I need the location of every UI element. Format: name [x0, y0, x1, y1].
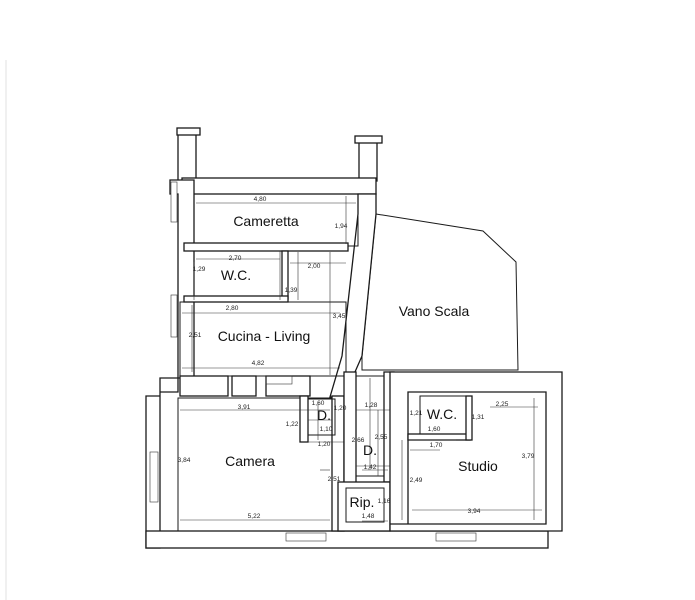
room-label-studio: Studio: [458, 458, 498, 474]
dim-d1-inner: 1,10: [320, 426, 333, 433]
dim-wc-top-h: 1,29: [193, 266, 206, 273]
bottom-windows: [285, 532, 477, 542]
wall-cucina-bottom-1: [179, 375, 229, 397]
wall-wc-bottom: [183, 295, 289, 303]
room-label-wc-top: W.C.: [221, 267, 251, 283]
dim-camera-w: 5,22: [248, 513, 261, 520]
dim-studio-left: 2,49: [410, 477, 423, 484]
dim-d1-h: 1,20: [334, 405, 347, 412]
dim-rip-w: 1,48: [362, 513, 375, 520]
dim-d2-top: 1,28: [365, 402, 378, 409]
dim-wc-top-w: 2,70: [229, 255, 242, 262]
ripostiglio-floor: [345, 487, 385, 523]
vano-scala-outline: [361, 213, 519, 371]
wall-cucina-bottom-3: [265, 375, 311, 397]
dim-studio-w: 3,94: [468, 508, 481, 515]
dim-d2-w: 1,42: [364, 464, 377, 471]
room-label-disimpegno-1: D.: [317, 407, 331, 423]
dim-wc-right-side: 1,31: [472, 414, 485, 421]
room-label-vano-scala: Vano Scala: [399, 303, 470, 319]
left-windows: [149, 181, 178, 503]
dim-cameretta-w: 4,80: [254, 196, 267, 203]
dim-camera-side: 2,51: [328, 476, 341, 483]
room-label-cameretta: Cameretta: [233, 213, 299, 229]
wall-cameretta-wc: [183, 242, 349, 252]
dim-studio-h: 3,79: [522, 453, 535, 460]
room-label-wc-right: W.C.: [427, 406, 457, 422]
dim-cucina-h: 3,45: [333, 313, 346, 320]
dim-camera-left: 3,84: [178, 457, 191, 464]
dim-cucina-w: 4,82: [252, 360, 265, 367]
wall-corridor-left: [343, 371, 357, 493]
wall-wc-right-bottom: [407, 433, 471, 441]
dim-d2-h1: 2,66: [352, 437, 365, 444]
dim-rip-h: 1,16: [378, 498, 391, 505]
disimpegno-2-floor: [355, 375, 385, 477]
dim-wc-top-inner: 2,00: [308, 263, 321, 270]
dim-d2-h2: 2,55: [375, 434, 388, 441]
dim-studio-mid: 1,70: [430, 442, 443, 449]
wall-cucina-bottom-2: [231, 375, 257, 397]
studio-floor: [407, 391, 547, 525]
dim-cucina-top: 2,80: [226, 305, 239, 312]
dim-camera-top: 3,91: [238, 404, 251, 411]
room-label-ripostiglio: Rip.: [350, 494, 375, 510]
dimension-lines: [180, 196, 542, 522]
dim-wc-top-side: 1,39: [285, 287, 298, 294]
dim-studio-top: 2,25: [496, 401, 509, 408]
dim-cameretta-h: 1,94: [335, 223, 348, 230]
wall-d1: [299, 395, 309, 443]
dim-cucina-left: 2,51: [189, 332, 202, 339]
dim-camera-small: 1,22: [286, 421, 299, 428]
dim-d1-bottom: 1,20: [318, 441, 331, 448]
dim-wc-right-h: 1,21: [410, 410, 423, 417]
room-label-cucina: Cucina - Living: [218, 328, 311, 344]
room-label-camera: Camera: [225, 453, 275, 469]
cucina-floor: [179, 301, 347, 377]
room-label-disimpegno-2: D.: [363, 442, 377, 458]
wall-wc-right-side: [465, 395, 473, 441]
dim-d1-w: 1,60: [312, 400, 325, 407]
dim-wc-right-w: 1,60: [428, 426, 441, 433]
